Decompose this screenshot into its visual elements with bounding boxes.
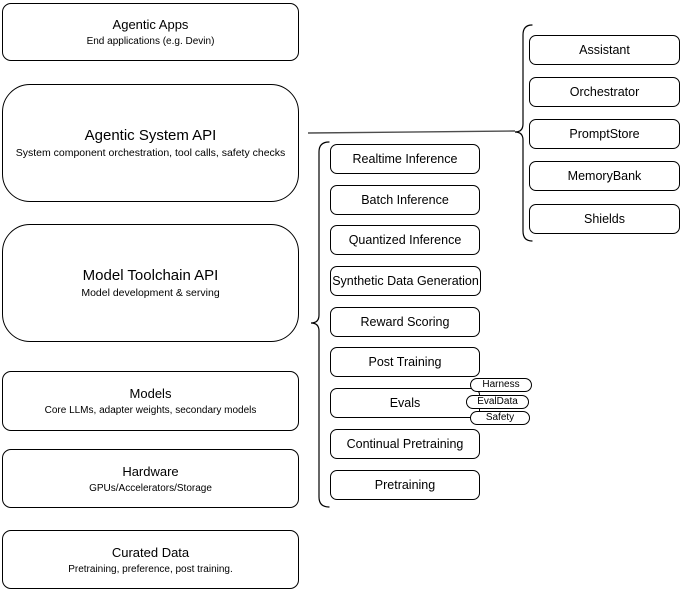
box-subtitle: Pretraining, preference, post training. — [68, 563, 233, 575]
tag-harness: Harness — [470, 378, 532, 392]
box-synthetic-data-generation: Synthetic Data Generation — [330, 266, 481, 296]
box-title: Model Toolchain API — [82, 267, 219, 284]
box-title: Models — [129, 386, 172, 401]
box-title: Hardware — [122, 463, 179, 479]
box-reward-scoring: Reward Scoring — [330, 307, 480, 337]
box-evals: Evals — [330, 388, 480, 418]
box-title: Curated Data — [111, 544, 190, 560]
box-orchestrator: Orchestrator — [529, 77, 680, 107]
box-title: Agentic Apps — [112, 17, 189, 32]
box-subtitle: End applications (e.g. Devin) — [86, 36, 215, 47]
box-shields: Shields — [529, 204, 680, 234]
box-realtime-inference: Realtime Inference — [330, 144, 480, 174]
box-assistant: Assistant — [529, 35, 680, 65]
box-model-toolchain-api: Model Toolchain API Model development & … — [2, 224, 299, 342]
system-api-connector-line — [307, 130, 516, 134]
box-subtitle: Core LLMs, adapter weights, secondary mo… — [44, 405, 257, 416]
box-post-training: Post Training — [330, 347, 480, 377]
box-curated-data: Curated Data Pretraining, preference, po… — [2, 530, 299, 589]
box-pretraining: Pretraining — [330, 470, 480, 500]
tag-safety: Safety — [470, 411, 530, 425]
box-models: Models Core LLMs, adapter weights, secon… — [2, 371, 299, 431]
tag-evaldata: EvalData — [466, 395, 529, 409]
box-continual-pretraining: Continual Pretraining — [330, 429, 480, 459]
box-memorybank: MemoryBank — [529, 161, 680, 191]
box-subtitle: GPUs/Accelerators/Storage — [89, 482, 212, 494]
box-batch-inference: Batch Inference — [330, 185, 480, 215]
box-quantized-inference: Quantized Inference — [330, 225, 480, 255]
box-subtitle: System component orchestration, tool cal… — [15, 147, 286, 159]
box-agentic-system-api: Agentic System API System component orch… — [2, 84, 299, 202]
box-hardware: Hardware GPUs/Accelerators/Storage — [2, 449, 299, 508]
box-promptstore: PromptStore — [529, 119, 680, 149]
box-subtitle: Model development & serving — [81, 287, 220, 299]
box-title: Agentic System API — [84, 127, 217, 144]
box-agentic-apps: Agentic Apps End applications (e.g. Devi… — [2, 3, 299, 61]
toolchain-group-bracket — [310, 141, 330, 508]
